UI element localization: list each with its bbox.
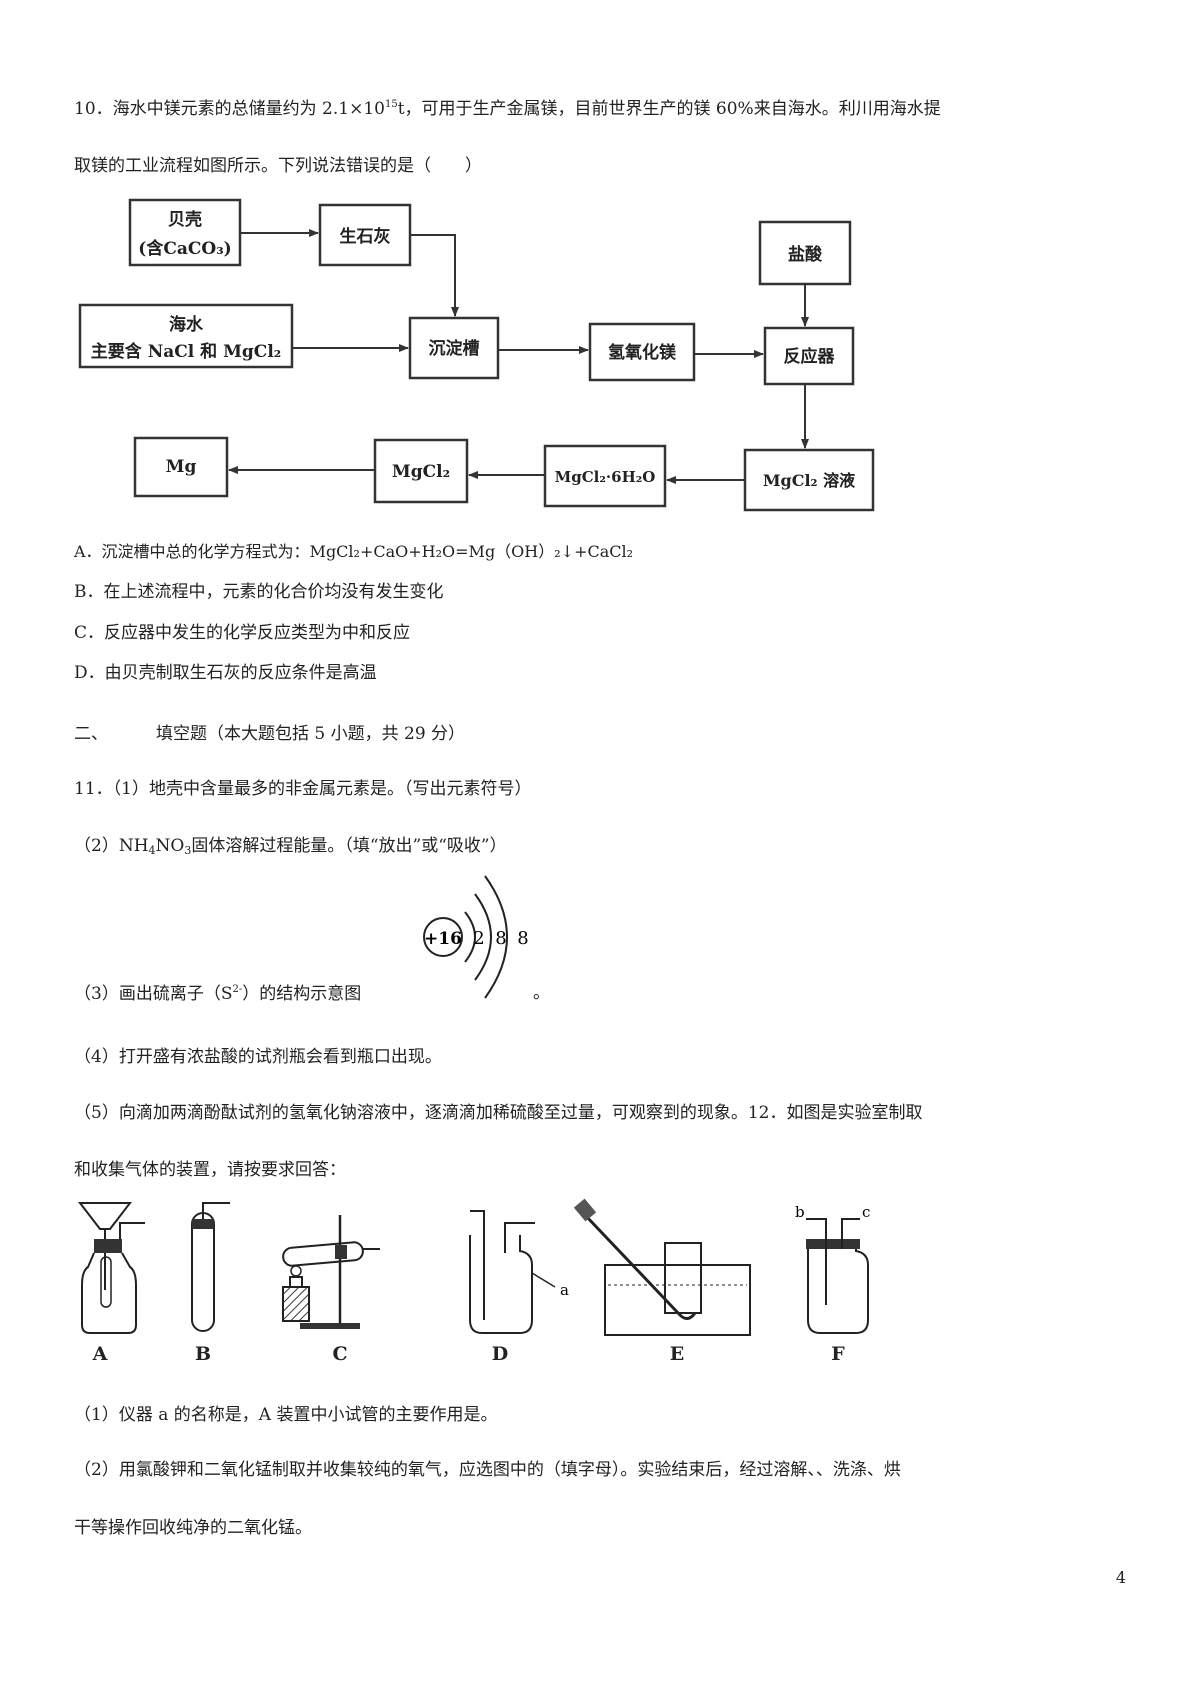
apparatus-e: E	[573, 1198, 751, 1365]
seawater-label-2: 主要含 NaCl 和 MgCl₂	[91, 341, 281, 362]
shell-arc-3	[484, 875, 508, 999]
electrons-shell-1: 2	[473, 928, 484, 949]
label-d: D	[492, 1343, 508, 1365]
electrons-shell-2: 8	[495, 928, 506, 949]
hydroxide-label: 氢氧化镁	[608, 342, 676, 363]
box-mg	[133, 436, 229, 498]
option-b: B．在上述流程中，元素的化合价均没有发生变化	[74, 582, 444, 602]
q11-part2: （2）NH4NO3固体溶解过程能量。（填“放出”或“吸收”）	[74, 836, 507, 857]
option-a: A．沉淀槽中总的化学方程式为：MgCl₂+CaO+H₂O=Mg（OH）₂↓+Ca…	[74, 542, 634, 561]
shell-arc-1	[464, 911, 476, 963]
q11-part1: 11．（1）地壳中含量最多的非金属元素是。（写出元素符号）	[74, 779, 532, 799]
q11-part3-end: 。	[533, 983, 550, 1003]
flow-diagram: 贝壳 (含CaCO₃) 生石灰 盐酸 海水 主要含 NaCl 和 MgCl₂ 沉…	[78, 198, 875, 512]
section-title: 填空题（本大题包括 5 小题，共 29 分）	[156, 724, 466, 744]
quicklime-label: 生石灰	[340, 226, 391, 247]
label-d-a: a	[560, 1281, 569, 1299]
apparatus-c: C	[282, 1215, 380, 1365]
section-heading: 二、 填空题（本大题包括 5 小题，共 29 分）	[74, 726, 465, 743]
section-number: 二、	[74, 724, 108, 744]
box-tank	[408, 316, 500, 380]
nucleus-circle	[423, 917, 463, 957]
arrow-quicklime-tank	[410, 234, 459, 317]
q12-intro: 和收集气体的装置，请按要求回答：	[74, 1160, 346, 1180]
solution-label: MgCl₂ 溶液	[763, 471, 856, 490]
nucleus-charge: +16	[424, 929, 462, 949]
option-d: D．由贝壳制取生石灰的反应条件是高温	[74, 663, 377, 683]
box-seawater	[78, 303, 294, 369]
q12-part2: （2）用氯酸钾和二氧化锰制取并收集较纯的氧气，应选图中的（填字母）。实验结束后，…	[74, 1460, 901, 1480]
mg-label: Mg	[166, 457, 197, 477]
reactor-label: 反应器	[784, 346, 836, 367]
shell-arc-2	[474, 893, 492, 981]
apparatus-b: B	[191, 1202, 230, 1365]
acid-label: 盐酸	[788, 244, 823, 265]
box-hydroxide	[588, 322, 696, 382]
label-f-c: c	[862, 1203, 870, 1221]
q11-part5: （5）向滴加两滴酚酞试剂的氢氧化钠溶液中，逐滴滴加稀硫酸至过量，可观察到的现象。…	[74, 1103, 923, 1123]
option-c: C．反应器中发生的化学反应类型为中和反应	[74, 623, 411, 643]
label-a: A	[92, 1343, 108, 1365]
label-c: C	[332, 1343, 347, 1365]
apparatus-d: a D	[469, 1210, 569, 1365]
electrons-shell-3: 8	[517, 928, 528, 949]
q12-part2-cont: 干等操作回收纯净的二氧化锰。	[74, 1518, 312, 1538]
box-reactor	[763, 326, 855, 386]
q11-part3: （3）画出硫离子（S2-）的结构示意图	[74, 984, 362, 1004]
sulfide-ion-diagram: +16 2 8 8	[423, 875, 529, 999]
q10-line2: 取镁的工业流程如图所示。下列说法错误的是（ ）	[74, 156, 482, 176]
q12-part1: （1）仪器 a 的名称是，A 装置中小试管的主要作用是。	[74, 1405, 498, 1425]
q10-line1: 10．海水中镁元素的总储量约为 2.1×1015t，可用于生产金属镁，目前世界生…	[74, 99, 941, 119]
tank-label: 沉淀槽	[429, 338, 480, 359]
mgcl2-label: MgCl₂	[392, 462, 450, 482]
q11-part4: （4）打开盛有浓盐酸的试剂瓶会看到瓶口出现。	[74, 1047, 442, 1067]
label-f-b: b	[795, 1203, 805, 1221]
label-f: F	[831, 1343, 845, 1365]
seawater-label-1: 海水	[169, 314, 204, 335]
apparatus-f: b c F	[795, 1203, 870, 1365]
hydrate-label: MgCl₂·6H₂O	[555, 468, 656, 486]
page-number: 4	[1115, 1568, 1126, 1587]
apparatus-a: A	[77, 1202, 145, 1365]
label-b: B	[195, 1343, 211, 1365]
apparatus-figure: A B C a D E	[77, 1198, 870, 1365]
shell-label-1: 贝壳	[168, 209, 202, 230]
shell-label-2: (含CaCO₃)	[138, 238, 231, 259]
label-e: E	[670, 1343, 684, 1365]
